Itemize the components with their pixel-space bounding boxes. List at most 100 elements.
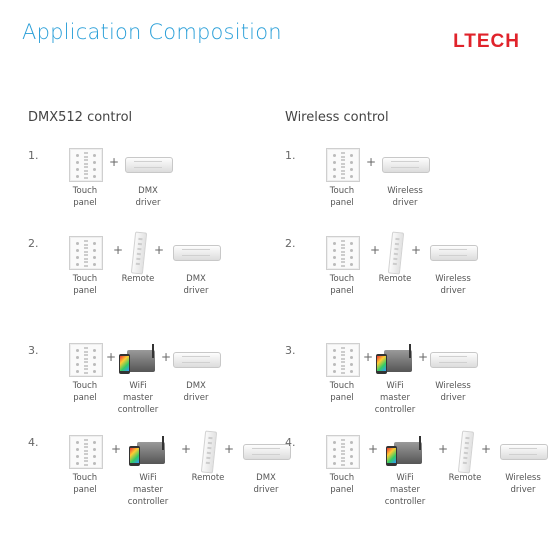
- row-number: 2.: [28, 237, 39, 250]
- row-number: 3.: [28, 344, 39, 357]
- touch-key-icon: [350, 249, 353, 252]
- touch-slider-segment: [84, 357, 88, 360]
- device-label-line: driver: [183, 393, 209, 403]
- touch-key-icon: [76, 175, 79, 178]
- remote-key-icon: [136, 257, 141, 261]
- touch-slider-segment: [341, 357, 345, 360]
- touch-slider-segment: [84, 159, 88, 161]
- remote-key-icon: [462, 461, 467, 465]
- row-number: 2.: [285, 237, 296, 250]
- touch-slider-segment: [84, 453, 88, 455]
- remote-key-icon: [463, 451, 468, 455]
- remote-key-icon: [137, 242, 143, 246]
- phone-screen: [120, 356, 129, 371]
- remote-key-icon: [465, 436, 470, 440]
- driver-icon: [173, 245, 221, 261]
- touch-slider-segment: [84, 162, 88, 165]
- touch-key-icon: [93, 356, 96, 359]
- touch-slider-segment: [341, 439, 345, 441]
- touch-key-icon: [93, 175, 96, 178]
- device-label-line: Wireless: [435, 381, 471, 391]
- touch-slider-segment: [84, 254, 88, 256]
- touch-key-icon: [333, 441, 336, 444]
- touch-slider-segment: [84, 350, 88, 353]
- touch-slider-segment: [84, 463, 88, 466]
- touch-slider-segment: [84, 449, 88, 452]
- touch-slider-segment: [84, 250, 88, 253]
- plus-sign: +: [370, 243, 381, 257]
- plus-sign: +: [363, 350, 374, 364]
- remote-key-icon: [207, 446, 212, 450]
- touch-key-icon: [93, 242, 96, 245]
- touch-key-icon: [333, 256, 336, 259]
- touch-slider-segment: [341, 364, 345, 367]
- controller-box: [384, 350, 412, 372]
- touch-key-icon: [93, 462, 96, 465]
- touch-slider-segment: [341, 240, 345, 242]
- driver-icon: [173, 352, 221, 368]
- remote-key-icon: [206, 456, 211, 460]
- touch-key-icon: [333, 448, 336, 451]
- touch-key-icon: [333, 161, 336, 164]
- touch-slider-segment: [341, 250, 345, 253]
- touch-slider-segment: [84, 264, 88, 267]
- device-label-line: DMX: [256, 473, 276, 483]
- driver-icon: [430, 352, 478, 368]
- device-label-line: driver: [135, 198, 161, 208]
- touch-key-icon: [76, 242, 79, 245]
- touch-key-icon: [93, 154, 96, 157]
- touch-slider-segment: [84, 257, 88, 260]
- plus-sign: +: [111, 442, 122, 456]
- touch-key-icon: [76, 349, 79, 352]
- device-label-line: master: [133, 485, 163, 495]
- touch-slider-segment: [84, 371, 88, 374]
- phone-icon: [119, 354, 130, 374]
- touch-key-icon: [76, 462, 79, 465]
- device-label-line: panel: [330, 198, 354, 208]
- touch-key-icon: [350, 441, 353, 444]
- plus-sign: +: [161, 350, 172, 364]
- driver-icon: [243, 444, 291, 460]
- touch-key-icon: [350, 448, 353, 451]
- remote-key-icon: [395, 237, 400, 241]
- touch-key-icon: [350, 175, 353, 178]
- touch-slider-segment: [341, 347, 345, 349]
- touch-slider-segment: [341, 159, 345, 161]
- touch-slider-segment: [341, 361, 345, 363]
- device-label-line: Remote: [121, 274, 155, 284]
- antenna-icon: [152, 344, 154, 358]
- touch-slider-segment: [341, 155, 345, 158]
- device-label-line: panel: [330, 286, 354, 296]
- device-label-line: Touch: [72, 186, 98, 196]
- device-label-line: driver: [440, 393, 466, 403]
- touch-key-icon: [93, 363, 96, 366]
- touch-panel-icon: [69, 148, 103, 182]
- plus-sign: +: [368, 442, 379, 456]
- touch-key-icon: [333, 249, 336, 252]
- touch-key-icon: [93, 168, 96, 171]
- driver-icon: [125, 157, 173, 173]
- touch-key-icon: [350, 161, 353, 164]
- remote-key-icon: [208, 436, 213, 440]
- touch-key-icon: [93, 256, 96, 259]
- touch-key-icon: [350, 356, 353, 359]
- device-label-line: panel: [73, 286, 97, 296]
- device-label-line: Touch: [72, 274, 98, 284]
- remote-key-icon: [207, 441, 213, 445]
- device-label: Touch panel: [73, 273, 97, 297]
- touch-slider-segment: [84, 446, 88, 448]
- touch-slider-segment: [84, 173, 88, 175]
- phone-icon: [129, 446, 140, 466]
- device-label-line: driver: [392, 198, 418, 208]
- remote-key-icon: [205, 461, 210, 465]
- touch-slider-segment: [341, 453, 345, 455]
- row-number: 1.: [28, 149, 39, 162]
- touch-panel-icon: [69, 236, 103, 270]
- touch-key-icon: [76, 441, 79, 444]
